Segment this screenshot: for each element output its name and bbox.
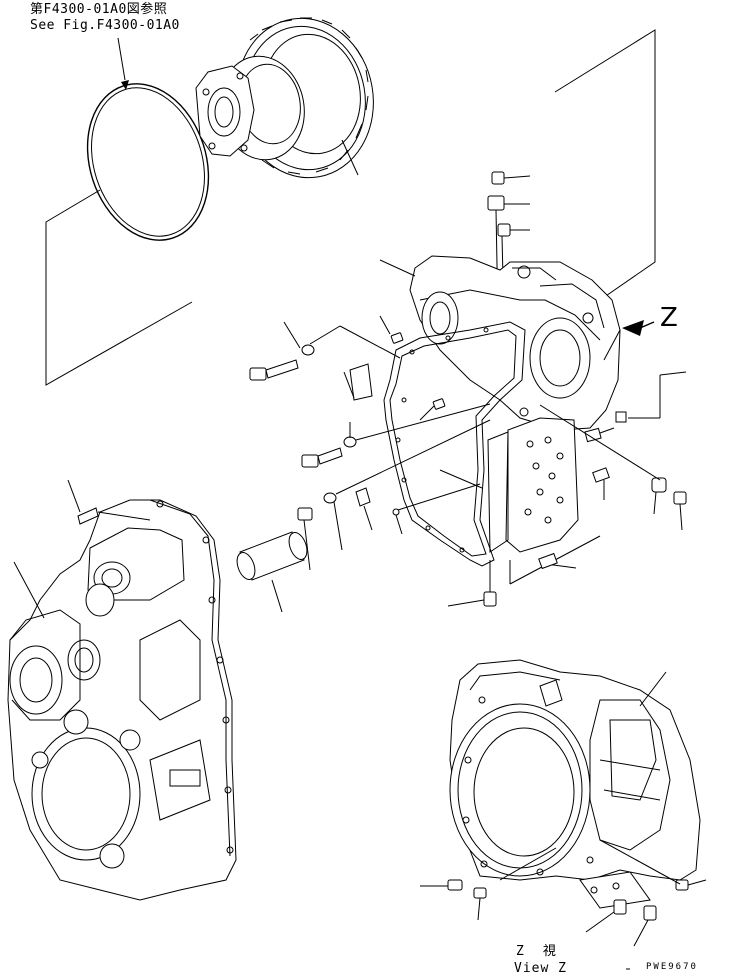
view-z-caption-english: View Z <box>514 961 567 976</box>
view-z-arrow <box>603 320 655 361</box>
breather-fittings <box>487 171 531 321</box>
housing-view-z <box>449 659 701 881</box>
view-z-arrow-label: Z <box>660 303 678 333</box>
view-z-caption-japanese: Z 視 <box>516 944 559 959</box>
drawing-code: PWE9670 <box>646 962 698 972</box>
see-figure-reference-japanese: 第F4300-01A0図参照 <box>30 2 168 17</box>
transmission-case-upper <box>379 255 621 431</box>
sleeve <box>236 531 308 613</box>
view-z-fittings <box>420 839 707 947</box>
transmission-housing <box>7 479 237 901</box>
case-gasket <box>383 321 526 567</box>
o-ring <box>86 37 210 241</box>
exploded-plane-outline <box>45 29 656 386</box>
torque-converter <box>195 17 374 179</box>
right-bolts <box>538 371 687 570</box>
see-figure-reference-english: See Fig.F4300-01A0 <box>30 18 180 33</box>
mounting-bolts <box>249 315 497 607</box>
